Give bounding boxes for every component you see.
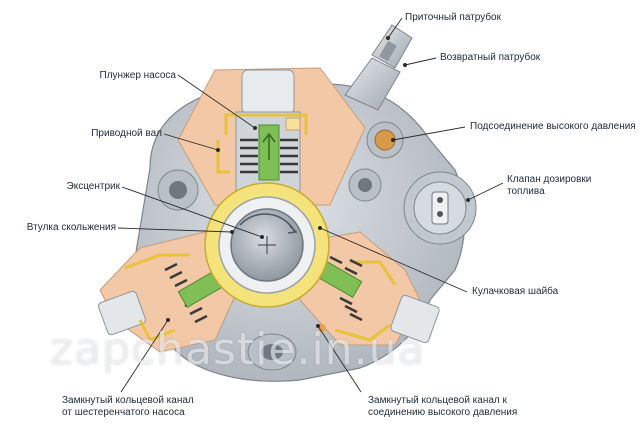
label-pump-plunger: Плунжер насоса [99,70,176,81]
left-pump-element [98,231,241,353]
label-ring-channel-gear: Замкнутый кольцевой канал от шестеренчат… [62,395,194,419]
leader-dots [166,36,470,328]
label-eccentric: Эксцентрик [66,181,120,192]
label-ring-channel-gear-line1: Замкнутый кольцевой канал [62,395,194,406]
hp-connection-port [366,121,404,159]
leader-lines [117,17,504,393]
plunger-spring-top [240,138,298,174]
watermark: zapchastie.in.ua [50,324,426,375]
label-metering-valve-line2: топлива [507,186,545,197]
label-return-fitting: Возвратный патрубок [440,52,541,63]
label-hp-connection: Подсоединение высокого давления [470,121,636,132]
cam-and-shaft [204,182,330,308]
label-metering-valve: Клапан дозировки топлива [507,174,591,198]
label-ring-channel-hp-line1: Замкнутый кольцевой канал к [368,395,507,406]
label-inlet-fitting: Приточный патрубок [405,12,501,23]
label-ring-channel-gear-line2: от шестеренчатого насоса [62,407,185,418]
top-pump-element [177,67,366,206]
right-pump-element [299,231,440,346]
inlet-return-fittings [344,24,413,111]
label-ring-channel-hp: Замкнутый кольцевой канал к соединению в… [368,395,517,419]
label-ring-channel-hp-line2: соединению высокого давления [368,407,518,418]
label-cam-washer: Кулачковая шайба [472,286,559,297]
label-slide-bushing: Втулка скольжения [26,222,116,233]
label-metering-valve-line1: Клапан дозировки [507,174,592,185]
label-drive-shaft: Приводной вал [91,128,162,139]
metering-valve-body [403,171,477,245]
